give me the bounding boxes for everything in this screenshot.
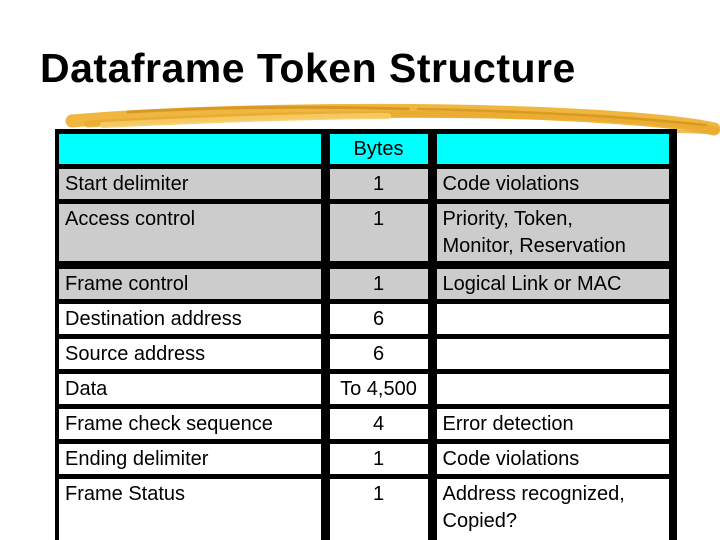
- table-row-start-delimiter: Start delimiter 1 Code violations: [55, 164, 677, 204]
- cell-field-name: Access control: [55, 199, 330, 268]
- cell-bytes: 1: [320, 164, 437, 204]
- cell-field-name: Frame Status: [55, 474, 330, 540]
- table-header-row: Bytes: [55, 129, 677, 169]
- cell-description: Address recognized, Copied?: [427, 474, 677, 540]
- cell-field-name: Destination address: [55, 299, 330, 339]
- header-cell-description: [427, 129, 677, 169]
- cell-description: [427, 334, 677, 374]
- header-cell-field: [55, 129, 330, 169]
- table-row-source-address: Source address 6: [55, 334, 677, 374]
- cell-bytes: 1: [320, 261, 437, 304]
- cell-description: Error detection: [427, 404, 677, 444]
- table-row-data: Data To 4,500: [55, 369, 677, 409]
- cell-bytes: 1: [320, 199, 437, 268]
- cell-bytes: 1: [320, 439, 437, 479]
- token-structure-table: Bytes Start delimiter 1 Code violations …: [55, 129, 677, 540]
- cell-description: Code violations: [427, 164, 677, 204]
- slide-title: Dataframe Token Structure: [40, 45, 576, 91]
- cell-bytes: 1: [320, 474, 437, 540]
- cell-field-name: Start delimiter: [55, 164, 330, 204]
- cell-field-name: Frame control: [55, 261, 330, 304]
- cell-description: [427, 369, 677, 409]
- cell-field-name: Data: [55, 369, 330, 409]
- table-row-access-control: Access control 1 Priority, Token, Monito…: [55, 199, 677, 268]
- cell-description: Logical Link or MAC: [427, 261, 677, 304]
- table-row-frame-status: Frame Status 1 Address recognized, Copie…: [55, 474, 677, 540]
- header-cell-bytes: Bytes: [320, 129, 437, 169]
- cell-description: Code violations: [427, 439, 677, 479]
- table-row-frame-control: Frame control 1 Logical Link or MAC: [55, 261, 677, 304]
- cell-bytes: 6: [320, 299, 437, 339]
- cell-bytes: 6: [320, 334, 437, 374]
- cell-bytes: 4: [320, 404, 437, 444]
- table-row-frame-check-sequence: Frame check sequence 4 Error detection: [55, 404, 677, 444]
- cell-bytes: To 4,500: [320, 369, 437, 409]
- cell-description: [427, 299, 677, 339]
- cell-field-name: Frame check sequence: [55, 404, 330, 444]
- cell-field-name: Source address: [55, 334, 330, 374]
- cell-field-name: Ending delimiter: [55, 439, 330, 479]
- cell-description: Priority, Token, Monitor, Reservation: [427, 199, 677, 268]
- table-row-ending-delimiter: Ending delimiter 1 Code violations: [55, 439, 677, 479]
- table-row-destination-address: Destination address 6: [55, 299, 677, 339]
